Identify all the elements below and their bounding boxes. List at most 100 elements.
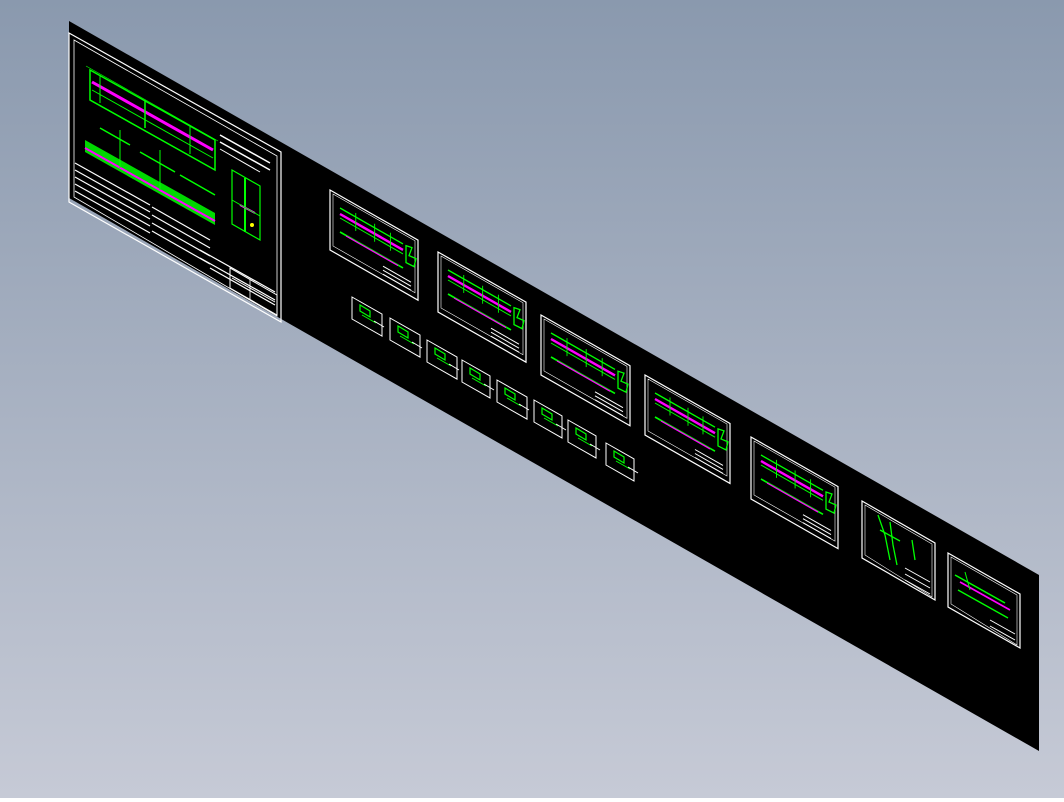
small-detail-3[interactable] (426, 339, 460, 380)
beam-outline (550, 342, 616, 380)
detail-sheet-1-frame (861, 499, 936, 602)
beam-outline (339, 217, 404, 255)
drawing-sheet (69, 21, 1039, 751)
small-detail-frame (389, 317, 421, 358)
note-line (490, 331, 520, 349)
large-sheet-border (753, 440, 836, 542)
small-detail-frame (496, 379, 528, 420)
beam-outline (654, 402, 716, 438)
small-detail-frame (351, 296, 383, 337)
note-line (802, 514, 832, 532)
end-bracket (617, 370, 629, 394)
detail-note-line (411, 341, 423, 349)
small-detail-frame (426, 339, 458, 380)
small-detail-7[interactable] (567, 419, 601, 459)
note-line (382, 269, 412, 287)
large-sheet-4[interactable] (644, 373, 731, 485)
detail-geometry (399, 335, 415, 345)
detail-geometry (577, 437, 593, 447)
large-drawing-sheets (329, 188, 839, 550)
beam-centerline (447, 274, 512, 313)
detail-sheet-2-notes (989, 619, 1016, 641)
detail-geometry (361, 314, 377, 324)
beam-outline (447, 279, 512, 317)
large-sheet-frame (540, 313, 631, 427)
detail-note-line (448, 363, 460, 371)
beam-centerline (654, 397, 716, 435)
large-sheet-5[interactable] (750, 435, 839, 550)
note-line (490, 335, 520, 353)
detail-note-line (555, 423, 567, 431)
beam-outline (760, 464, 824, 501)
small-detail-1[interactable] (351, 296, 385, 337)
detail-note-line (518, 403, 530, 411)
large-sheet-border (440, 255, 524, 356)
note-line (694, 453, 724, 470)
beam-centerline (550, 337, 616, 377)
detail-sheet-2-frame (947, 551, 1021, 650)
small-detail-frame (605, 442, 635, 482)
end-bracket (405, 244, 417, 268)
note-line (594, 395, 624, 413)
detail-note-line (483, 383, 495, 391)
detail-sheet-2-geometry (954, 571, 1011, 619)
detail-geometry (543, 417, 559, 427)
note-line (594, 391, 624, 409)
notes-and-section-details (219, 134, 271, 242)
large-sheet-frame (437, 250, 527, 364)
detail-note-line (627, 466, 639, 474)
main-assembly-drawing[interactable] (68, 31, 282, 324)
detail-note-line (589, 443, 601, 451)
large-sheet-frame (644, 373, 731, 485)
large-sheet-1[interactable] (329, 188, 419, 302)
note-line (382, 265, 412, 283)
detail-sheet-1-notes (904, 567, 931, 595)
detail-sheet-1-geometry (877, 514, 916, 566)
detail-geometry (541, 406, 553, 422)
beam-centerline (760, 459, 824, 498)
parts-list-table (74, 162, 276, 306)
small-detail-frame (567, 419, 597, 459)
end-bracket (825, 491, 837, 514)
lower-beam-centerline (660, 420, 711, 450)
large-sheet-border (647, 378, 728, 477)
note-line (694, 449, 724, 466)
note-line (382, 273, 412, 291)
detail-sheet-1[interactable] (861, 499, 936, 602)
detail-geometry (471, 377, 487, 387)
detail-geometry (469, 366, 481, 382)
title-block (229, 267, 278, 316)
beam-outline (447, 269, 512, 307)
main-drawing-outer-frame (68, 31, 282, 324)
note-line (694, 457, 724, 474)
large-sheet-frame (750, 435, 839, 550)
detail-note-line (373, 320, 385, 328)
large-sheet-border (543, 318, 628, 419)
small-detail-4[interactable] (461, 359, 495, 399)
detail-sheet-2[interactable] (947, 551, 1021, 650)
beam-outline (654, 392, 716, 428)
large-sheet-3[interactable] (540, 313, 631, 427)
detail-geometry (436, 357, 452, 367)
large-sheet-2[interactable] (437, 250, 527, 364)
lower-beam-centerline (453, 297, 507, 329)
small-detail-8[interactable] (605, 442, 639, 482)
plan-view (85, 65, 219, 172)
small-detail-2[interactable] (389, 317, 423, 358)
detail-geometry (575, 426, 587, 442)
detail-geometry (434, 346, 446, 362)
small-detail-5[interactable] (496, 379, 530, 420)
beam-outline (339, 207, 404, 245)
small-detail-drawings (351, 296, 639, 482)
beam-centerline (339, 212, 404, 251)
detail-geometry (359, 303, 371, 319)
detail-geometry (613, 449, 625, 465)
detail-geometry (506, 397, 522, 407)
small-detail-frame (461, 359, 491, 399)
small-detail-6[interactable] (533, 399, 567, 439)
small-detail-frame (533, 399, 563, 439)
note-line (490, 327, 520, 345)
main-drawing-inner-frame (73, 39, 278, 317)
